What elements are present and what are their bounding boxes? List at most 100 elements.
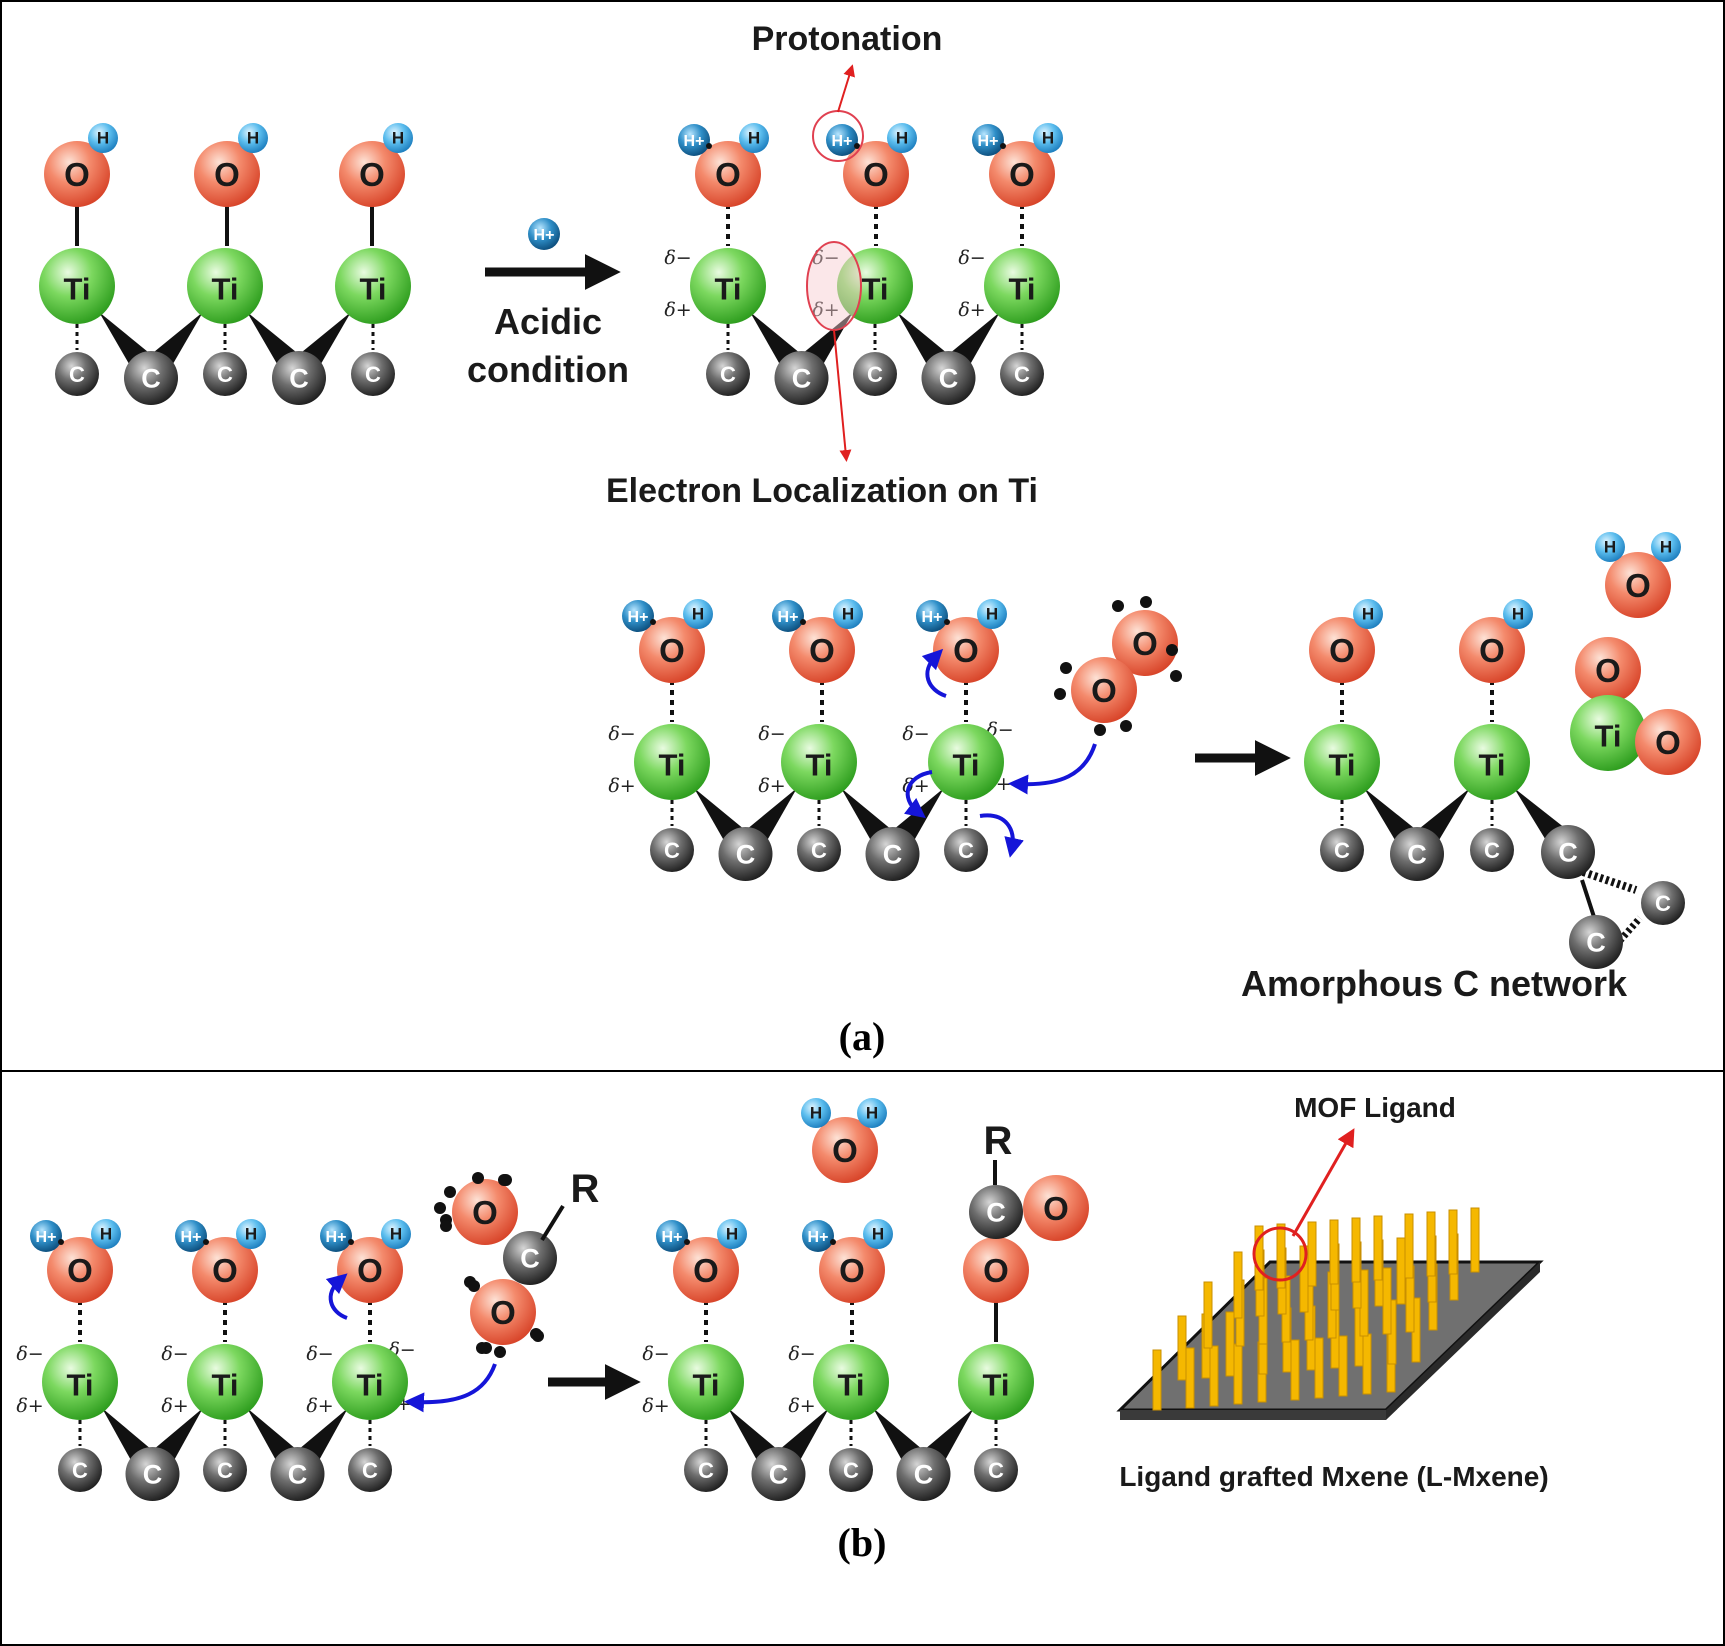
proton-atom-label: H+ [778, 609, 799, 626]
titanium-atom-sphere [39, 248, 115, 324]
bond-dot [944, 619, 950, 625]
titanium-atom-sphere [690, 248, 766, 324]
proton-atom-sphere [656, 1220, 688, 1252]
electron-arrow [921, 648, 947, 698]
mxene-substrate-edge [1386, 1262, 1540, 1420]
oxygen-atom-sphere [639, 617, 705, 683]
titanium-atom-sphere [1570, 695, 1646, 771]
carbon-atom-label: C [1407, 840, 1427, 870]
carbon-atom-label: C [883, 840, 903, 870]
carbon-atom-sphere [124, 351, 178, 405]
mof-ligand-rod [1276, 1223, 1286, 1289]
carbon-atom: C [1641, 881, 1685, 925]
annotations [806, 64, 1355, 1237]
carbon-atom: C [1569, 915, 1623, 969]
hydrogen-atom-label: H [392, 128, 404, 147]
oxygen-atom-label: O [472, 1194, 498, 1231]
titanium-atom-label: Ti [659, 748, 686, 783]
carbon-atom-label: C [1014, 362, 1030, 387]
proton-atom-sphere [175, 1220, 207, 1252]
oxygen-atom: O [812, 1117, 878, 1183]
oxygen-atom-label: O [357, 1252, 383, 1289]
oxygen-atom-sphere [789, 617, 855, 683]
oxygen-atom-sphere [1459, 617, 1525, 683]
electron-pointer [833, 329, 852, 462]
hydrogen-atom-label: H [1042, 128, 1054, 147]
carbon-atom-label: C [769, 1460, 789, 1490]
hydrogen-atom-label: H [1660, 537, 1672, 556]
oxygen-atom-label: O [1655, 724, 1681, 761]
hydrogen-atom-label: H [748, 128, 760, 147]
electron-localization-label: Electron Localization on Ti [606, 472, 1038, 510]
carbon-atom: C [829, 1448, 873, 1492]
mof-ligand-rod [1470, 1207, 1480, 1273]
titanium-atom-sphere [813, 1344, 889, 1420]
lone-pair-dot [1054, 688, 1066, 700]
titanium-atom: Ti [928, 724, 1004, 800]
carbon-atom: C [944, 828, 988, 872]
titanium-atom-sphere [1304, 724, 1380, 800]
carbon-atom: C [684, 1448, 728, 1492]
delta-plus-label: δ+ [161, 1395, 188, 1417]
delta-minus-label: δ− [608, 723, 635, 745]
lone-pair-dot [1094, 724, 1106, 736]
carbon-atom-label: C [843, 1458, 859, 1483]
oxygen-atom-label: O [359, 156, 385, 193]
delta-minus-label: δ− [664, 247, 691, 269]
hydrogen-atom-sphere [1503, 599, 1533, 629]
hydrogen-atom-sphere [91, 1219, 121, 1249]
amorphous-bond [1581, 868, 1638, 894]
hydrogen-atom: H [88, 123, 118, 153]
oxygen-atom-label: O [715, 156, 741, 193]
labels: Protonation Electron Localization on Ti … [467, 20, 1628, 1565]
oxygen-atom: O [470, 1279, 536, 1345]
oxygen-atom-sphere [452, 1179, 518, 1245]
titanium-atom-label: Ti [1009, 272, 1036, 307]
proton-atom: H+ [972, 124, 1004, 156]
hydrogen-atom: H [887, 123, 917, 153]
carbon-atom-sphere [865, 827, 920, 881]
mof-ligand-rod [1373, 1215, 1383, 1281]
panel-b-frame [0, 1070, 1725, 1646]
titanium-atom: Ti [1454, 724, 1530, 800]
carbon-atom: C [865, 827, 920, 881]
lone-pair-dot [494, 1346, 506, 1358]
oxygen-atom-sphere [989, 141, 1055, 207]
hydrogen-atom: H [833, 599, 863, 629]
hydrogen-atom: H [1033, 123, 1063, 153]
carbon-atom-sphere [351, 352, 395, 396]
oxygen-atom: O [192, 1237, 258, 1303]
hydrogen-atom: H [1651, 532, 1681, 562]
hydrogen-atom-label: H [810, 1103, 822, 1122]
titanium-atom: Ti [813, 1344, 889, 1420]
proton-atom: H+ [30, 1220, 62, 1252]
carbon-atom-label: C [288, 1460, 308, 1490]
oxygen-atom-label: O [1132, 625, 1158, 662]
oxygen-atom: O [339, 141, 405, 207]
carbon-atom: C [1541, 825, 1595, 879]
oxygen-atom-label: O [64, 156, 90, 193]
electron-arrow [979, 813, 1024, 858]
electron-arrow [903, 770, 933, 819]
electron-arrow [1008, 743, 1097, 795]
titanium-atom: Ti [984, 248, 1060, 324]
proton-atom: H+ [175, 1220, 207, 1252]
lone-pair-dot [1170, 670, 1182, 682]
electron-arrow [404, 1363, 497, 1413]
carbon-atom-label: C [289, 364, 309, 394]
mof-ligand-label: MOF Ligand [1294, 1092, 1456, 1123]
titanium-atom-label: Ti [357, 1368, 384, 1403]
titanium-atom: Ti [42, 1344, 118, 1420]
hydrogen-atom-sphere [236, 1219, 266, 1249]
mof-ligand-rod [1314, 1337, 1324, 1399]
mof-ligand-rod [1382, 1267, 1392, 1335]
delta-minus-label: δ− [788, 1343, 815, 1365]
mxene-substrate-edge [1120, 1410, 1386, 1420]
titanium-atom-sphere [958, 1344, 1034, 1420]
carbon-atom: C [203, 1448, 247, 1492]
mof-ligands [1152, 1207, 1480, 1411]
hydrogen-atom-sphere [833, 599, 863, 629]
hydrogen-atom-label: H [896, 128, 908, 147]
carbon-atom-label: C [72, 1458, 88, 1483]
titanium-atom-label: Ti [693, 1368, 720, 1403]
